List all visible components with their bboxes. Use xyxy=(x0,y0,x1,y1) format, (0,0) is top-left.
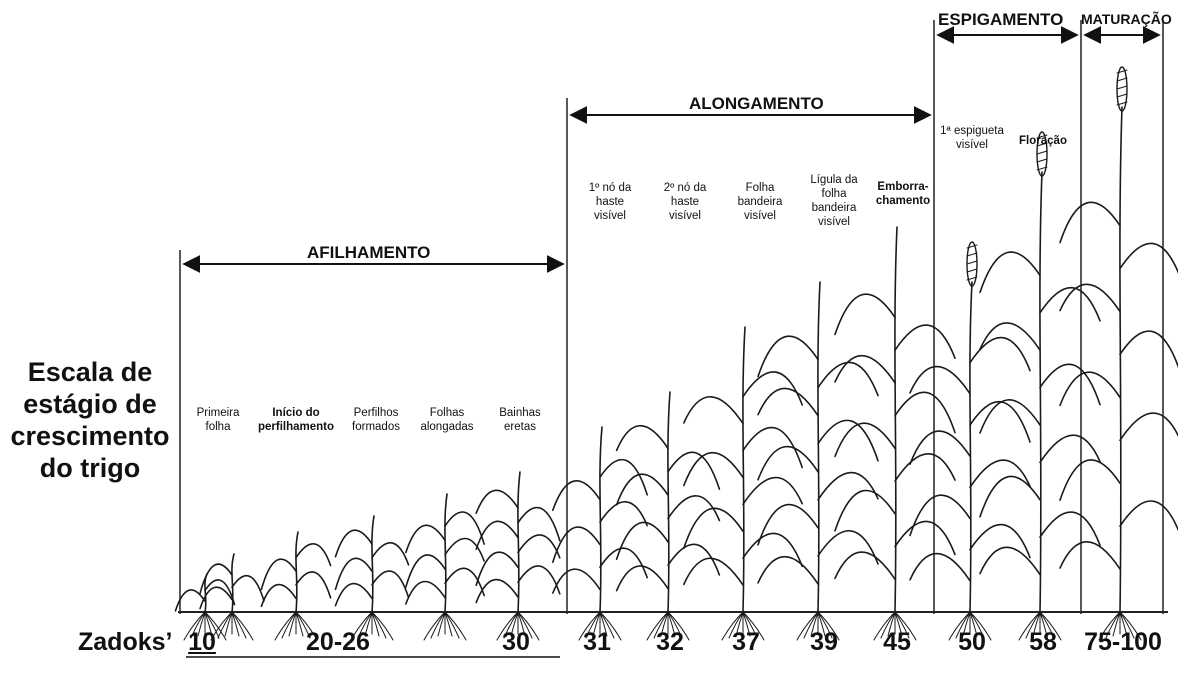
stage-label-folhas-alongadas: Folhas alongadas xyxy=(420,406,473,434)
wheat-plant-icon xyxy=(1060,67,1178,640)
scale-title: Escala de estágio de crescimento do trig… xyxy=(6,356,174,484)
zadoks-value: 10 xyxy=(188,628,216,657)
wheat-plant-icon xyxy=(261,532,330,640)
wheat-plant-icon xyxy=(617,392,720,640)
wheat-plant-icon xyxy=(406,494,484,640)
stage-label-emborrachamento: Emborra- chamento xyxy=(876,180,930,208)
wheat-plant-icon xyxy=(476,472,560,640)
wheat-plant-icon xyxy=(910,242,1030,640)
stage-label-primeira-folha: Primeira folha xyxy=(197,406,240,434)
stage-label-primeira-espigueta: 1ª espigueta visível xyxy=(940,124,1004,152)
wheat-plant-icon xyxy=(980,132,1100,640)
phase-title-alongamento: ALONGAMENTO xyxy=(689,94,824,114)
phase-title-maturacao: MATURAÇÃO xyxy=(1081,11,1172,27)
zadoks-value: 58 xyxy=(1029,628,1057,657)
wheat-plant-icon xyxy=(835,227,955,640)
stage-label-floracao: Floração xyxy=(1019,134,1067,148)
zadoks-value: 31 xyxy=(583,628,611,657)
stage-label-ligula: Lígula da folha bandeira visível xyxy=(810,173,857,229)
zadoks-value: 30 xyxy=(502,628,530,657)
plant-illustrations xyxy=(175,67,1178,640)
zadoks-value: 20-26 xyxy=(306,628,370,657)
stage-label-inicio-perfilhamento: Início do perfilhamento xyxy=(258,406,334,434)
phase-title-espigamento: ESPIGAMENTO xyxy=(938,10,1063,30)
stage-label-perfilhos-formados: Perfilhos formados xyxy=(352,406,400,434)
zadoks-value: 45 xyxy=(883,628,911,657)
stage-label-folha-bandeira: Folha bandeira visível xyxy=(738,181,783,223)
phase-title-afilhamento: AFILHAMENTO xyxy=(307,243,430,263)
stage-label-segundo-no: 2º nó da haste visível xyxy=(664,181,707,223)
zadoks-value: 37 xyxy=(732,628,760,657)
wheat-plant-icon xyxy=(684,327,802,640)
zadoks-value: 32 xyxy=(656,628,684,657)
zadoks-value: 50 xyxy=(958,628,986,657)
zadoks-title: Zadoks’ xyxy=(78,628,172,657)
wheat-plant-icon xyxy=(758,282,878,640)
stage-label-primeiro-no: 1º nó da haste visível xyxy=(589,181,632,223)
zadoks-value: 39 xyxy=(810,628,838,657)
wheat-plant-icon xyxy=(335,516,408,640)
stage-label-bainhas-eretas: Bainhas eretas xyxy=(499,406,541,434)
zadoks-value: 75-100 xyxy=(1084,628,1162,657)
